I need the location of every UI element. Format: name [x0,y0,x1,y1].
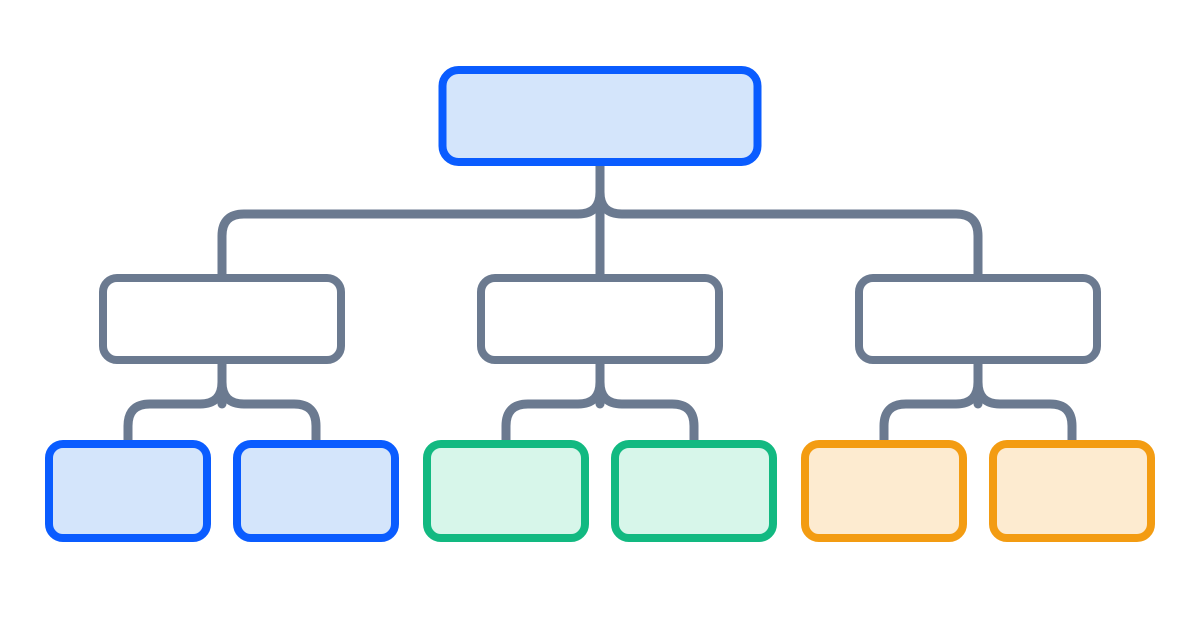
leaf-node-2-0-box [801,440,967,542]
root-connector-link-0 [217,187,605,283]
leaf-node-1-1 [611,440,777,542]
leaf-node-0-1-box [233,440,399,542]
leaf-node-0-0-box [45,440,211,542]
leaf-node-0-0 [45,440,211,542]
mid-0-connector-link-0 [123,377,227,449]
leaf-node-1-0 [423,440,589,542]
mid-node-2 [855,274,1101,364]
leaf-node-1-1-box [611,440,777,542]
mid-node-0-box [99,274,345,364]
mid-2-connector-link-0 [879,377,983,449]
mid-1-connector-link-1 [595,377,699,449]
mid-node-1 [477,274,723,364]
leaf-node-2-0 [801,440,967,542]
mid-2-connector-link-1 [973,377,1077,449]
mid-node-0 [99,274,345,364]
connectors [123,157,1077,449]
root-node-box [438,66,762,166]
root-node [438,66,762,166]
mid-node-2-box [855,274,1101,364]
leaf-node-1-0-box [423,440,589,542]
leaf-node-0-1 [233,440,399,542]
mid-0-connector-link-1 [217,377,321,449]
mid-node-1-box [477,274,723,364]
leaf-node-2-1 [989,440,1155,542]
nodes [45,66,1155,542]
root-connector-link-2 [595,187,983,283]
leaf-node-2-1-box [989,440,1155,542]
mid-1-connector-link-0 [501,377,605,449]
